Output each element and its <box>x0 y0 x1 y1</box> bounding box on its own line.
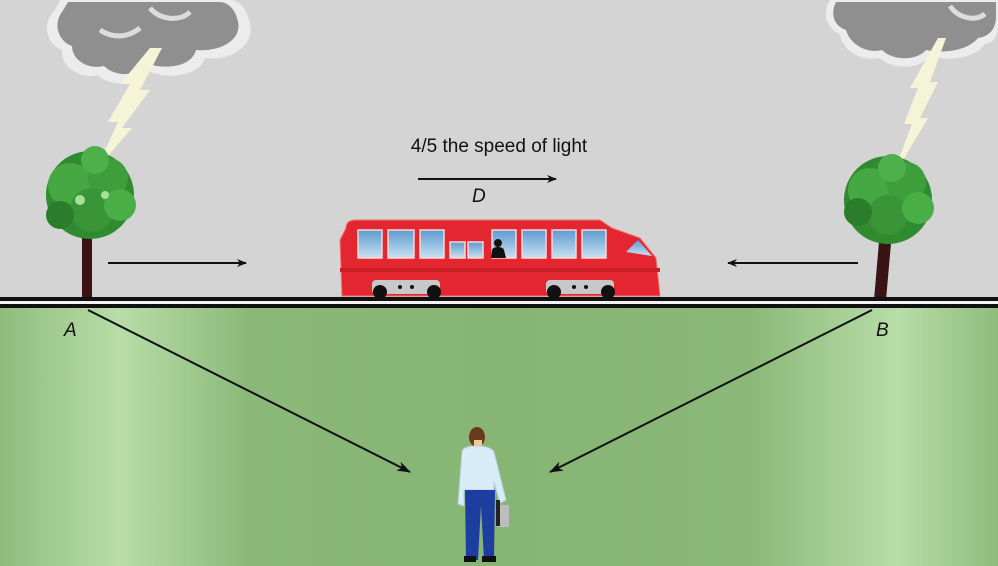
lightning-bolt-left-icon <box>96 48 162 170</box>
train-passenger-icon <box>491 239 506 258</box>
tree-left-icon <box>46 146 136 300</box>
rail-gap <box>0 301 998 304</box>
storm-cloud-right-icon <box>825 0 998 67</box>
rail-top <box>0 297 998 301</box>
train-icon <box>339 219 661 299</box>
rail-bottom <box>0 304 998 308</box>
train-wheels-front <box>372 280 441 299</box>
point-b-label: B <box>876 320 889 341</box>
train-speed-label: 4/5 the speed of light <box>410 136 588 157</box>
ground <box>0 308 998 566</box>
lightning-bolt-right-icon <box>890 38 946 182</box>
signal-line-a-arrow-icon <box>87 309 411 473</box>
storm-cloud-left-icon <box>46 0 251 84</box>
train-wheels-rear <box>546 280 615 299</box>
point-a-label: A <box>64 320 77 341</box>
train-direction-label: D <box>472 186 486 207</box>
signal-line-b-arrow-icon <box>549 309 873 473</box>
tree-right-icon <box>844 154 934 300</box>
stationary-observer-icon <box>457 427 509 562</box>
